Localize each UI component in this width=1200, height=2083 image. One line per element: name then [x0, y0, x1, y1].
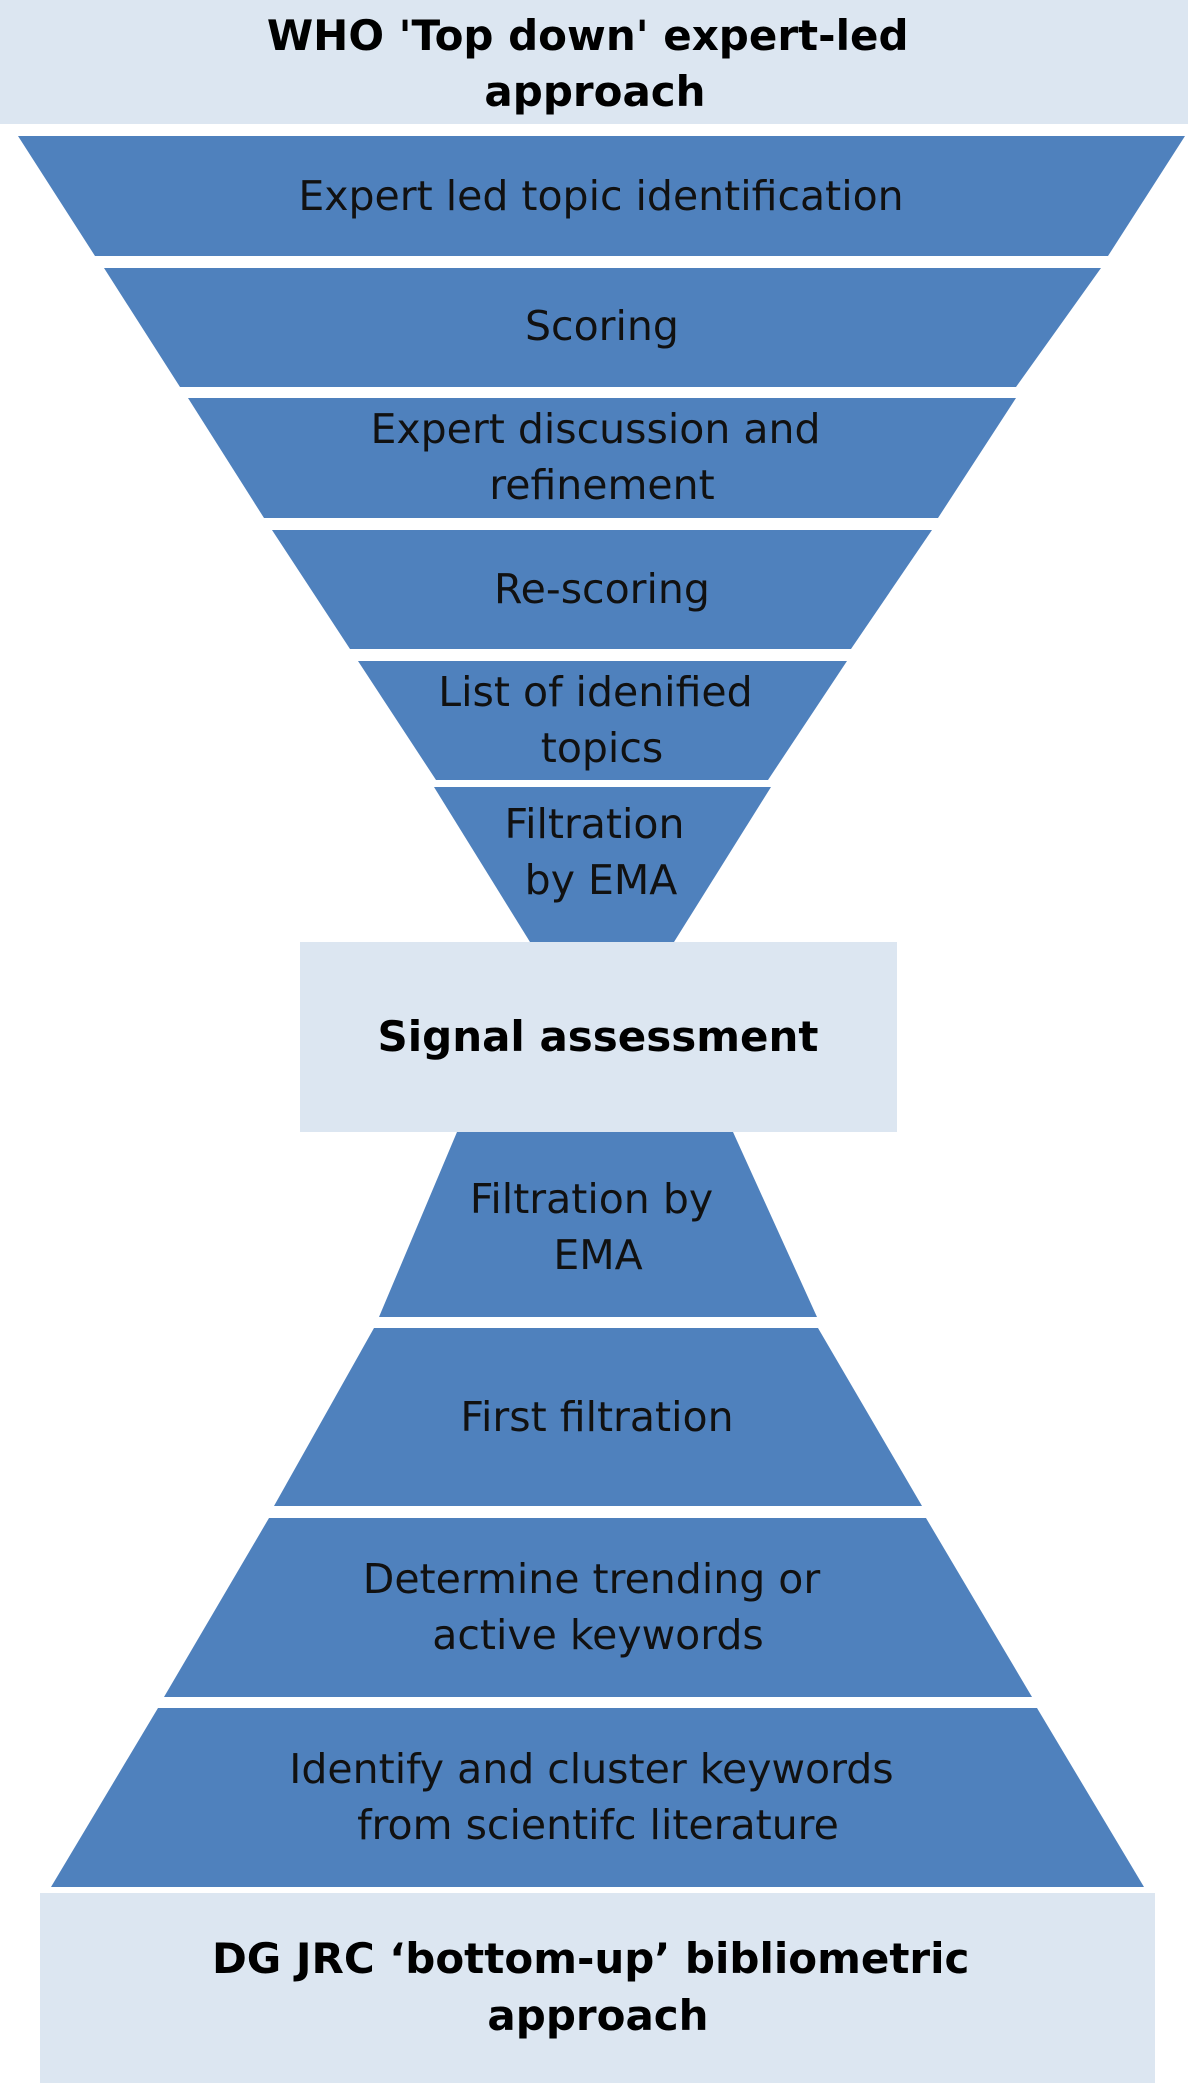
funnel-layer-3-label: Expert discussion and refinement — [370, 405, 833, 509]
pyramid-layer-4-line-2: from scientifc literature — [357, 1801, 839, 1849]
funnel-layer-5-label: List of idenified topics — [438, 668, 765, 772]
pyramid-layer-1-band — [379, 1132, 817, 1317]
signal-assessment-label: Signal assessment — [377, 1012, 818, 1061]
pyramid-layer-3-line-2: active keywords — [432, 1611, 764, 1659]
funnel-layer-4-line-1: Re-scoring — [494, 565, 710, 613]
pyramid-layer-1-line-2: EMA — [553, 1231, 642, 1279]
funnel-layer-3-band — [188, 398, 1016, 518]
top-approach-title-line-1: WHO 'Top down' expert-led — [267, 11, 909, 60]
funnel-layer-4-label: Re-scoring — [494, 565, 710, 613]
bottom-approach-box — [40, 1893, 1155, 2083]
funnel-layer-6-band — [434, 787, 771, 942]
funnel-layer-5-band — [358, 661, 847, 780]
pyramid-layer-2-band — [274, 1328, 922, 1506]
pyramid-layer-3-band — [164, 1518, 1032, 1697]
bottom-approach-title-line-2: approach — [487, 1991, 708, 2040]
funnel-layer-1-band — [18, 136, 1185, 256]
top-approach-title-line-2: approach — [484, 67, 705, 116]
funnel-layer-5-line-2: topics — [541, 724, 663, 772]
signal-assessment-line-1: Signal assessment — [377, 1012, 818, 1061]
signal-assessment-box — [300, 942, 897, 1132]
funnel-layer-3-line-1: Expert discussion and — [370, 405, 820, 453]
funnel-layer-5-line-1: List of idenified — [438, 668, 752, 716]
pyramid-layer-2-line-1: First filtration — [460, 1393, 733, 1441]
funnel-layer-2-line-1: Scoring — [525, 302, 679, 350]
pyramid-layer-4-band — [51, 1708, 1144, 1887]
top-approach-title: WHO 'Top down' expert-led approach — [267, 11, 923, 116]
funnel-layer-1-line-1: Expert led topic identification — [298, 172, 903, 220]
funnel-layer-6-line-1: Filtration — [504, 800, 684, 848]
funnel-layer-4-band — [272, 530, 932, 649]
pyramid-layer-1-label: Filtration by EMA — [470, 1175, 726, 1279]
funnel-layer-6-label: Filtration by EMA — [504, 800, 697, 904]
funnel-layer-3-line-2: refinement — [489, 461, 714, 509]
funnel-layer-6-line-2: by EMA — [525, 856, 678, 904]
pyramid-layer-4-label: Identify and cluster keywords from scien… — [289, 1745, 906, 1849]
bottom-approach-title: DG JRC ‘bottom-up’ bibliometric approach — [212, 1934, 984, 2040]
funnel-layer-1-label: Expert led topic identification — [298, 172, 903, 220]
pyramid-layer-3-line-1: Determine trending or — [363, 1555, 821, 1603]
funnel-layer-2-label: Scoring — [525, 302, 679, 350]
pyramid-layer-4-line-1: Identify and cluster keywords — [289, 1745, 893, 1793]
pyramid-layer-2-label: First filtration — [460, 1393, 733, 1441]
top-approach-box — [0, 0, 1188, 124]
pyramid-layer-3-label: Determine trending or active keywords — [363, 1555, 834, 1659]
funnel-layer-2-band — [104, 268, 1101, 387]
bottom-approach-title-line-1: DG JRC ‘bottom-up’ bibliometric — [212, 1934, 970, 1983]
pyramid-layer-1-line-1: Filtration by — [470, 1175, 713, 1223]
